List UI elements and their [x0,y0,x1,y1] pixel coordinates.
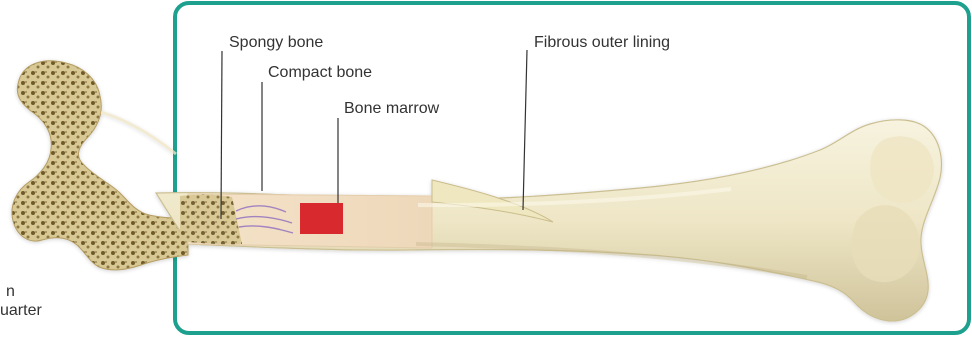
label-fibrous-outer-lining: Fibrous outer lining [534,34,670,52]
bone-marrow-region [300,203,343,234]
left-note: n uarter [0,282,42,320]
bone-condyle-right [870,136,934,203]
label-bone-marrow: Bone marrow [344,100,439,118]
left-note-line-1: n [0,282,42,301]
label-compact-bone: Compact bone [268,64,372,82]
femur-head-left [12,61,188,270]
bone-condyle-left [851,205,919,282]
spongy-bone-layer [180,195,242,245]
femur-neck-upper [101,112,176,154]
label-spongy-bone: Spongy bone [229,34,323,52]
left-note-line-2: uarter [0,301,42,320]
